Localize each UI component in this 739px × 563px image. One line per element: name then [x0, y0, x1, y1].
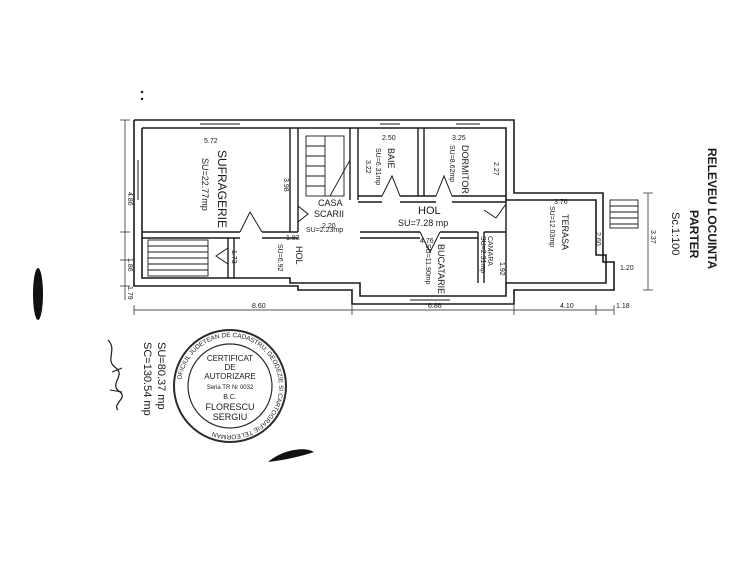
room-label-dormitor: DORMITOR SU=8.62mp — [448, 145, 470, 194]
stamp-line6: FLORESCU — [205, 402, 254, 412]
terasa-area: SU=12.03mp — [548, 206, 555, 247]
total-sc: SC=130.54 mp — [141, 342, 153, 416]
door-swings — [215, 174, 507, 265]
camara-area: SU=2.31mp — [479, 236, 486, 273]
dim-6-86: 6.86 — [428, 303, 442, 310]
scan-artifacts — [33, 90, 314, 462]
stamp-line5: B.C. — [223, 394, 237, 401]
dim-2-50: 2.50 — [382, 135, 396, 142]
staircase-interior — [305, 135, 351, 197]
dim-1-79: 1.79 — [126, 286, 133, 300]
title-scale: Sc.1:100 — [669, 212, 681, 255]
dim-4-86: 4.86 — [126, 192, 133, 206]
bucatarie-area: SU=11.90mp — [424, 244, 431, 285]
dormitor-name: DORMITOR — [460, 145, 470, 194]
sufragerie-name: SUFRAGERIE — [215, 150, 229, 228]
dim-3-76: 3.76 — [554, 199, 568, 206]
casa-scarii-line1: CASA — [318, 198, 343, 208]
sufragerie-area: SU=22.77mp — [200, 158, 210, 211]
room-label-baie: BAIE SU=6.31mp — [374, 148, 396, 185]
camara-name: CAMARA — [486, 236, 493, 266]
title-line1: RELEVEU LOCUINTA — [705, 148, 719, 269]
dim-2-27: 2.27 — [492, 162, 499, 176]
baie-area: SU=6.31mp — [374, 148, 381, 185]
room-label-camara: CAMARA SU=2.31mp — [479, 236, 493, 273]
room-label-sufragerie: SUFRAGERIE SU=22.77mp — [200, 150, 229, 228]
dormitor-area: SU=8.62mp — [448, 145, 455, 182]
room-label-hol-central: HOL SU=7.28 mp — [398, 205, 448, 228]
stamp-line4: Seria TR Nr 0032 — [207, 385, 254, 391]
room-label-terasa: TERASA SU=12.03mp — [548, 206, 570, 250]
title-block: RELEVEU LOCUINTA PARTER Sc.1:100 — [669, 148, 719, 269]
stamp-line7: SERGIU — [213, 412, 248, 422]
dim-2-20: 2.20 — [322, 223, 336, 230]
windows — [137, 123, 480, 301]
casa-scarii-area: SU=2.23mp — [306, 227, 343, 234]
baie-name: BAIE — [386, 148, 396, 169]
dim-3-22: 3.22 — [364, 160, 371, 174]
dimension-labels: 5.72 2.50 3.25 3.76 2.20 4.76 8.60 6.86 … — [126, 135, 656, 310]
dimension-lines — [120, 119, 653, 315]
dim-8-60: 8.60 — [252, 303, 266, 310]
dim-2-60: 2.60 — [594, 232, 601, 246]
dim-1-18: 1.18 — [616, 303, 630, 310]
hol-central-area: SU=7.28 mp — [398, 218, 448, 228]
dim-1-73: 1.73 — [230, 250, 237, 264]
interior-walls — [142, 128, 507, 283]
dim-3-37: 3.37 — [649, 230, 656, 244]
signature — [107, 339, 123, 411]
entrance-stairs — [147, 239, 209, 277]
hol-stanga-area: SU=6.92 — [276, 244, 283, 272]
terrace-stairs — [609, 199, 639, 229]
hol-central-name: HOL — [418, 205, 441, 217]
dim-1-83: 1.83 — [286, 235, 300, 242]
stamp-line2: DE — [224, 363, 235, 372]
room-label-casa-scarii: CASA SCARII SU=2.23mp — [306, 198, 344, 234]
hol-stanga-name: HOL — [294, 246, 304, 265]
dim-5-72: 5.72 — [204, 138, 218, 145]
dim-4-10: 4.10 — [560, 303, 574, 310]
stamp-line1: CERTIFICAT — [207, 354, 253, 363]
title-line2: PARTER — [687, 210, 701, 259]
dim-4-76: 4.76 — [420, 238, 434, 245]
dim-1-86: 1.86 — [126, 258, 133, 272]
dim-3-25: 3.25 — [452, 135, 466, 142]
dim-3-98: 3.98 — [282, 178, 289, 192]
room-label-bucatarie: BUCATARIE SU=11.90mp — [424, 244, 446, 294]
casa-scarii-line2: SCARII — [314, 209, 344, 219]
area-totals: SU=80.37 mp SC=130.54 mp — [141, 342, 167, 416]
stamp-line3: AUTORIZARE — [204, 372, 255, 381]
dim-1-20: 1.20 — [620, 265, 634, 272]
total-su: SU=80.37 mp — [155, 342, 167, 410]
bucatarie-name: BUCATARIE — [436, 244, 446, 294]
authorization-stamp: OFICIUL JUDETEAN DE CADASTRU, GEODEZIE S… — [173, 329, 287, 443]
terasa-name: TERASA — [560, 214, 570, 250]
dim-1-92: 1.92 — [498, 262, 505, 276]
room-label-hol-stanga: HOL SU=6.92 — [276, 244, 304, 272]
